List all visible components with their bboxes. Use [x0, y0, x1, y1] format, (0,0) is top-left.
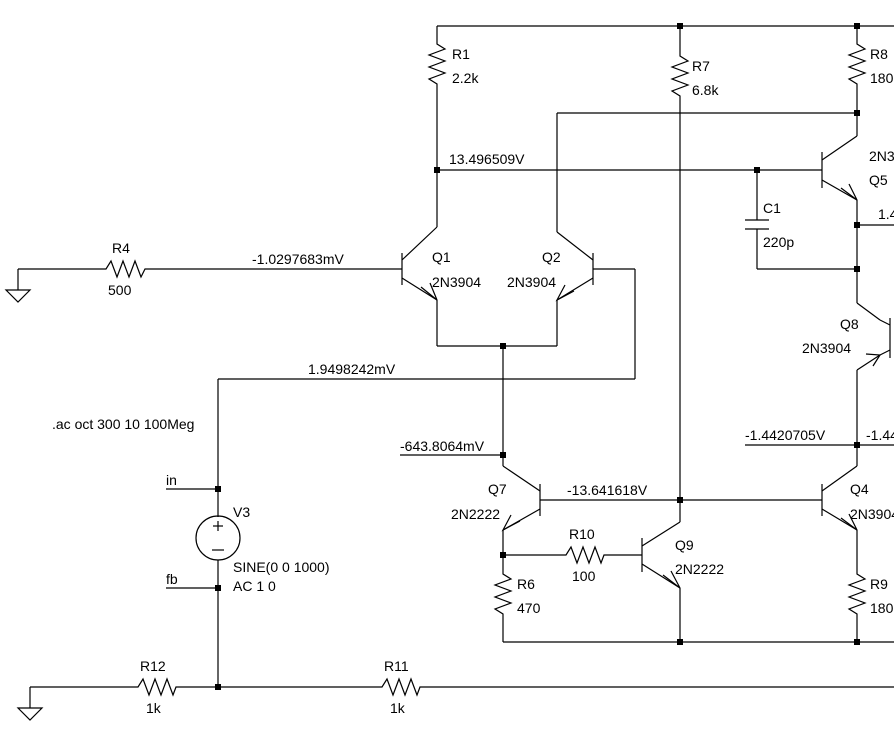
v3-value1: SINE(0 0 1000)	[233, 559, 330, 575]
r12-value: 1k	[146, 700, 162, 716]
r10-value: 100	[572, 568, 596, 584]
transistor-q4	[821, 465, 858, 531]
v3-value2: AC 1 0	[233, 578, 276, 594]
r7-value: 6.8k	[692, 82, 719, 98]
resistor-r8	[847, 40, 867, 88]
voltage-q9-collector: -13.641618V	[567, 482, 648, 498]
c1-value: 220p	[763, 234, 794, 250]
wires	[17, 25, 894, 708]
q9-ref: Q9	[675, 537, 694, 553]
net-label-fb: fb	[166, 571, 178, 587]
r1-ref: R1	[452, 46, 470, 62]
directive-text: .ac oct 300 10 100Meg	[52, 416, 194, 432]
voltage-q1-base: -1.0297683mV	[252, 251, 345, 267]
capacitor-c1	[745, 219, 769, 230]
transistor-q9	[641, 521, 681, 589]
c1-ref: C1	[763, 200, 781, 216]
resistor-r6	[493, 570, 513, 620]
transistor-q2	[555, 231, 594, 302]
q9-model: 2N2222	[675, 561, 724, 577]
r9-value: 180	[870, 600, 894, 616]
ground-symbol	[4, 289, 32, 303]
q2-ref: Q2	[542, 249, 561, 265]
v3-ref: V3	[233, 504, 250, 520]
r7-ref: R7	[692, 58, 710, 74]
voltage-q1-collector: 13.496509V	[449, 151, 525, 167]
q7-model: 2N2222	[451, 506, 500, 522]
resistor-r7	[670, 52, 690, 100]
r1-value: 2.2k	[452, 70, 479, 86]
junction-dots	[215, 23, 860, 690]
voltage-q7-base: -643.8064mV	[400, 438, 485, 454]
q5-model: 2N3904	[869, 148, 894, 164]
r4-ref: R4	[112, 240, 130, 256]
r11-value: 1k	[390, 700, 406, 716]
resistor-r11	[378, 677, 422, 697]
resistor-r4	[102, 259, 147, 279]
q1-ref: Q1	[432, 249, 451, 265]
net-label-in: in	[166, 472, 177, 488]
r6-value: 470	[517, 600, 541, 616]
ground-symbol	[16, 707, 44, 721]
r9-ref: R9	[870, 576, 888, 592]
r12-ref: R12	[140, 658, 166, 674]
resistor-r10	[562, 545, 606, 565]
resistor-r9	[847, 570, 867, 620]
voltage-q5-emitter: 1.4	[878, 206, 894, 222]
voltage-q4-base: -1.4420705V	[745, 427, 826, 443]
r10-ref: R10	[569, 526, 595, 542]
resistor-r1	[427, 40, 447, 88]
q1-model: 2N3904	[432, 274, 481, 290]
q2-model: 2N3904	[507, 274, 556, 290]
r4-value: 500	[108, 282, 132, 298]
q8-ref: Q8	[840, 316, 859, 332]
transistor-q5	[821, 135, 858, 201]
voltage-feedback: 1.9498242mV	[308, 361, 396, 377]
transistor-q7	[501, 465, 541, 532]
voltage-q4-base-right: -1.44	[866, 427, 894, 443]
q4-model: 2N3904	[850, 506, 894, 522]
r8-value: 180	[870, 70, 894, 86]
voltage-source-v3	[195, 515, 241, 561]
resistor-r12	[134, 677, 178, 697]
q7-ref: Q7	[488, 481, 507, 497]
r6-ref: R6	[517, 576, 535, 592]
q8-model: 2N3904	[802, 340, 851, 356]
q5-ref: Q5	[869, 172, 888, 188]
transistor-q8	[865, 318, 891, 367]
transistor-q1	[401, 226, 438, 301]
r11-ref: R11	[384, 658, 409, 674]
r8-ref: R8	[870, 46, 888, 62]
q4-ref: Q4	[850, 481, 869, 497]
